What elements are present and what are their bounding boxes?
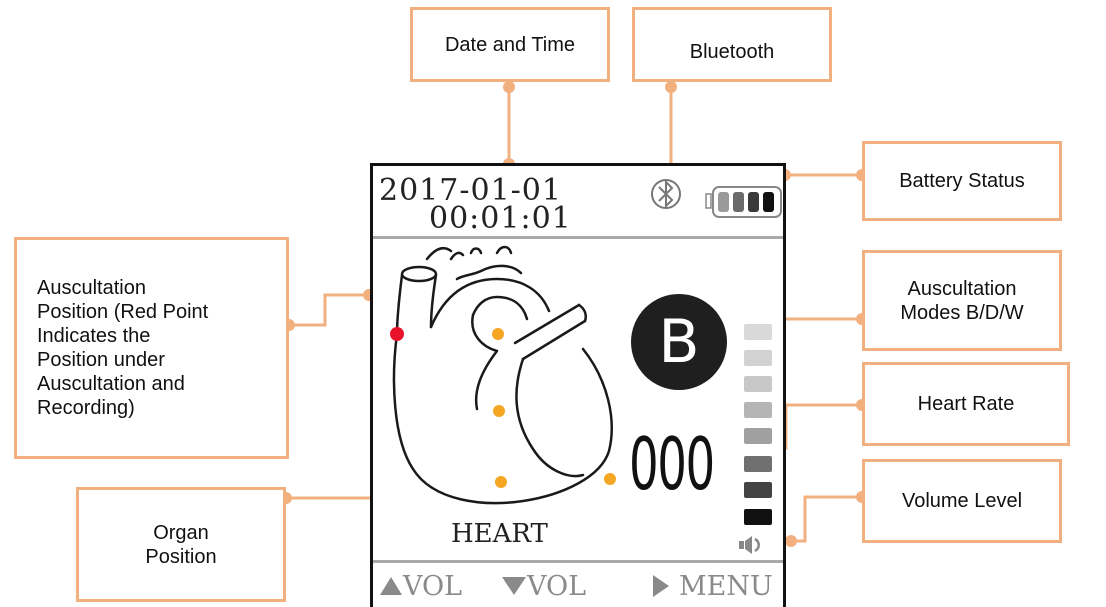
callout-organ-position-label: Organ Position: [145, 521, 217, 568]
active-auscultation-point: [390, 327, 404, 341]
menu-label: MENU: [679, 570, 773, 602]
triangle-down-icon: [502, 577, 526, 595]
volume-bar: [744, 324, 772, 340]
time-text: 00:01:01: [429, 201, 572, 236]
callout-battery-label: Battery Status: [899, 170, 1025, 192]
vol-down-button[interactable]: VOL: [501, 565, 586, 607]
callout-heart-rate: Heart Rate: [862, 362, 1070, 446]
callout-date-time: Date and Time: [410, 7, 610, 82]
mode-letter: B: [658, 307, 700, 377]
volume-bar: [744, 350, 772, 366]
footer-divider: [373, 560, 783, 563]
device-screen: 2017-01-01 00:01:01: [370, 163, 786, 607]
heart-rate-value: 000: [629, 422, 715, 506]
triangle-right-icon: [653, 575, 669, 597]
callout-auscultation-modes-label: Auscultation Modes B/D/W: [900, 277, 1024, 324]
callout-battery: Battery Status: [862, 141, 1062, 221]
volume-bar: [744, 456, 772, 472]
date-text: 2017-01-01: [379, 173, 562, 208]
triangle-up-icon: [380, 577, 402, 595]
volume-bar: [744, 376, 772, 392]
battery-full-icon: [705, 186, 782, 218]
callout-date-time-label: Date and Time: [444, 33, 576, 56]
volume-bar: [744, 402, 772, 418]
volume-bar: [744, 509, 772, 525]
callout-auscultation-position: Auscultation Position (Red Point Indicat…: [14, 237, 289, 459]
heart-diagram: [390, 245, 616, 505]
speaker-icon: [739, 536, 760, 554]
vol-down-label: VOL: [527, 570, 587, 602]
callout-auscultation-position-label: Auscultation Position (Red Point Indicat…: [37, 277, 209, 419]
organ-label: HEART: [451, 519, 548, 549]
vol-up-label: VOL: [403, 570, 463, 602]
menu-button[interactable]: MENU: [649, 565, 773, 607]
mode-badge: B: [631, 294, 727, 390]
header-divider: [373, 236, 783, 239]
callout-volume-level: Volume Level: [862, 459, 1062, 543]
bluetooth-icon: [651, 179, 681, 209]
callout-auscultation-modes: Auscultation Modes B/D/W: [862, 250, 1062, 351]
callout-volume-level-label: Volume Level: [901, 490, 1023, 512]
volume-bar: [744, 482, 772, 498]
callout-organ-position: Organ Position: [76, 487, 286, 602]
volume-bar: [744, 428, 772, 444]
vol-up-button[interactable]: VOL: [379, 565, 462, 607]
callout-bluetooth-label: Bluetooth: [689, 41, 775, 63]
callout-bluetooth: Bluetooth: [632, 7, 832, 82]
callout-heart-rate-label: Heart Rate: [917, 393, 1015, 415]
